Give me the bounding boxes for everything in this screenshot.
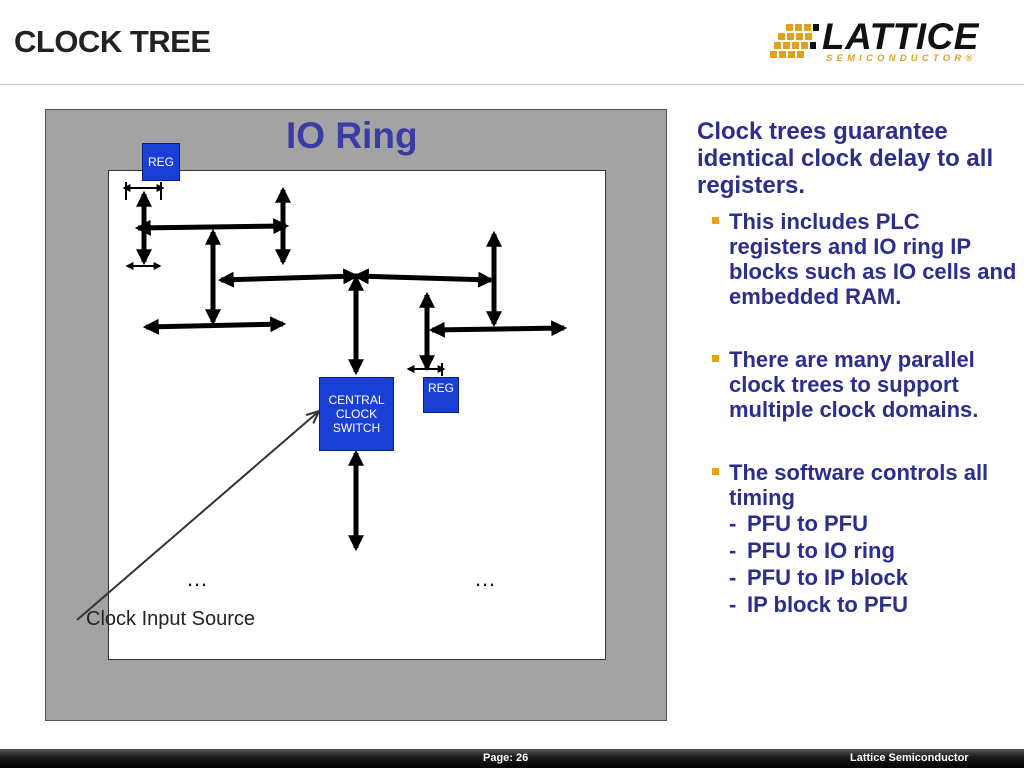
sub-item: -IP block to PFU	[697, 591, 1017, 618]
dash-marker: -	[729, 538, 737, 563]
sub-item: -PFU to IO ring	[697, 537, 1017, 564]
footer-company: Lattice Semiconductor	[850, 752, 969, 764]
clock-input-source-label: Clock Input Source	[86, 608, 255, 630]
dash-marker: -	[729, 592, 737, 617]
io-ring-label: IO Ring	[286, 115, 418, 156]
bullet-square-icon	[712, 468, 719, 475]
register-block-right: REG	[423, 377, 459, 413]
logo-wordmark: LATTICE	[822, 16, 979, 57]
notes-panel: Clock trees guarantee identical clock de…	[697, 118, 1017, 618]
central-clock-switch: CENTRAL CLOCK SWITCH	[319, 377, 394, 451]
title-divider	[0, 84, 1024, 85]
bullet-item: There are many parallel clock trees to s…	[697, 347, 1017, 422]
dash-marker: -	[729, 511, 737, 536]
clock-tree-wires	[76, 182, 568, 621]
central-switch-line: SWITCH	[332, 421, 381, 435]
sub-item-text: PFU to IO ring	[747, 538, 895, 563]
sub-item-text: PFU to IP block	[747, 565, 908, 590]
slide-title: CLOCK TREE	[14, 24, 211, 59]
register-block-top: REG	[142, 143, 180, 181]
dash-marker: -	[729, 565, 737, 590]
bullet-item: The software controls all timing	[697, 460, 1017, 510]
sub-item: -PFU to IP block	[697, 564, 1017, 591]
bullet-square-icon	[712, 355, 719, 362]
logo-grid-icon	[770, 24, 819, 58]
bullet-square-icon	[712, 217, 719, 224]
logo-subtitle: SEMICONDUCTOR®	[826, 53, 977, 64]
ellipsis-right: …	[474, 566, 498, 591]
ellipsis-left: …	[186, 566, 210, 591]
io-ring-diagram: IO Ring	[45, 109, 667, 721]
sub-item: -PFU to PFU	[697, 510, 1017, 537]
central-switch-line: CLOCK	[335, 407, 378, 421]
page-number: Page: 26	[483, 752, 529, 764]
central-switch-line: CENTRAL	[328, 393, 385, 407]
sub-item-text: PFU to PFU	[747, 511, 868, 536]
bullet-item: This includes PLC registers and IO ring …	[697, 209, 1017, 309]
bullet-text: The software controls all timing	[729, 460, 989, 510]
sub-item-text: IP block to PFU	[747, 592, 908, 617]
bullet-text: This includes PLC registers and IO ring …	[729, 209, 1017, 309]
bullet-text: There are many parallel clock trees to s…	[729, 347, 979, 422]
lattice-logo: LATTICE SEMICONDUCTOR®	[768, 16, 1000, 66]
footer-bar: Page: 26 Lattice Semiconductor	[0, 749, 1024, 768]
panel-heading: Clock trees guarantee identical clock de…	[697, 118, 994, 199]
